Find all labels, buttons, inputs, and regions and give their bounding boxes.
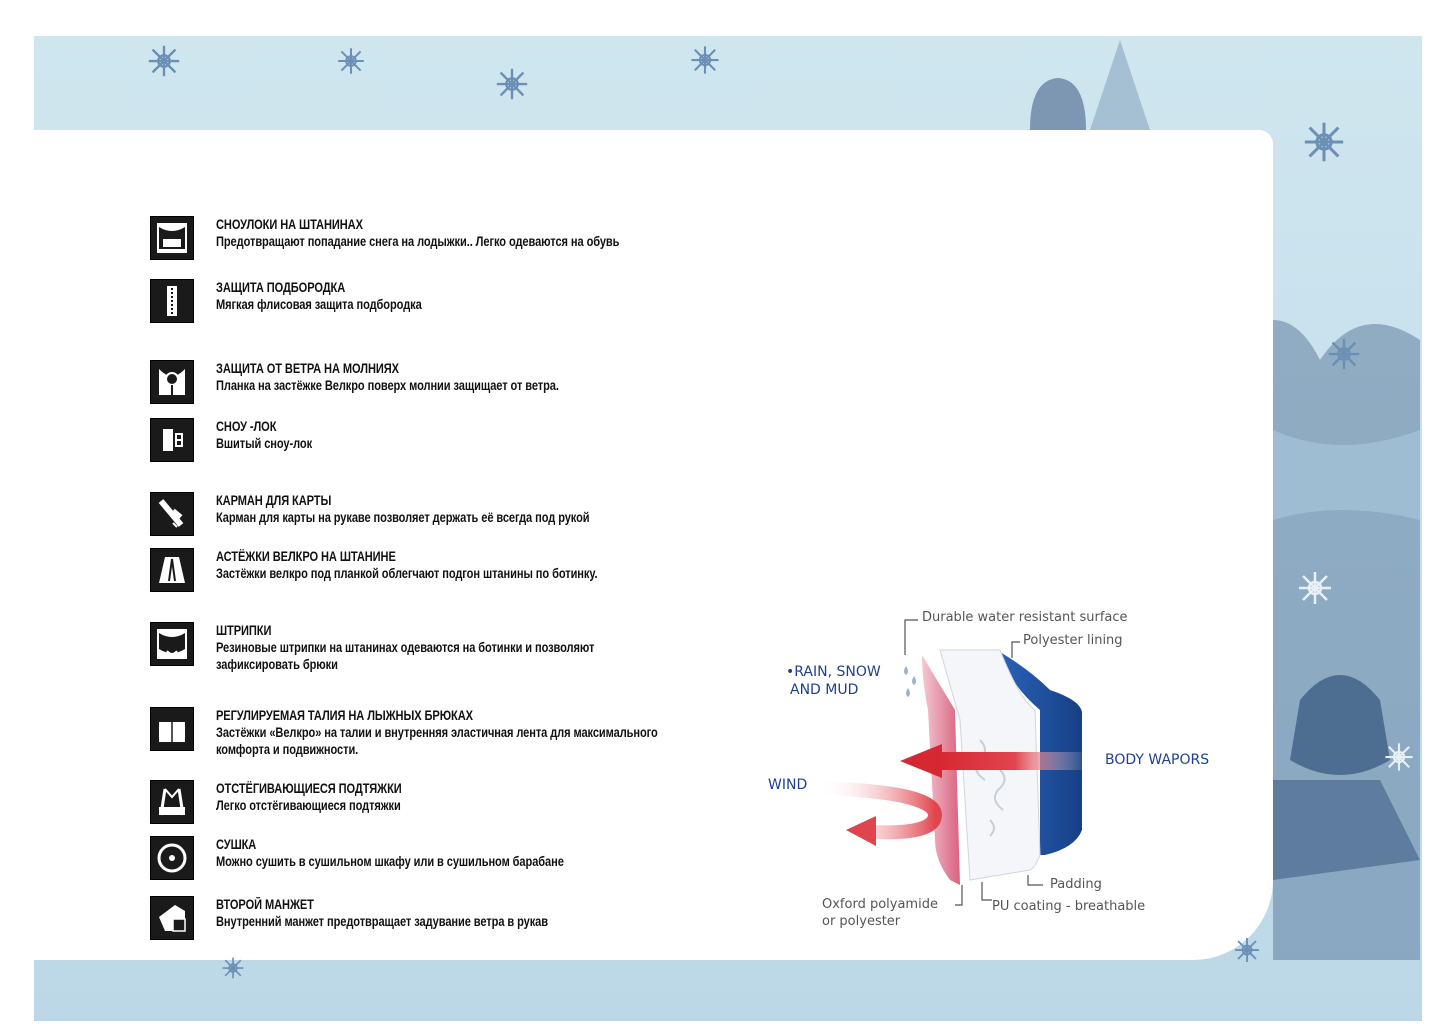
feature-item: СНОУ -ЛОК Вшитый сноу-лок: [150, 418, 710, 462]
feature-item: ВТОРОЙ МАНЖЕТ Внутренний манжет предотвр…: [150, 896, 710, 940]
snow-lock-icon: [150, 418, 194, 462]
snowflake-icon: [1304, 122, 1344, 162]
feature-item: РЕГУЛИРУЕМАЯ ТАЛИЯ НА ЛЫЖНЫХ БРЮКАХ Заст…: [150, 707, 710, 758]
feature-title: ЗАЩИТА ПОДБОРОДКА: [216, 280, 346, 295]
snowflake-icon: [691, 46, 719, 74]
fabric-layers-diagram: Durable water resistant surface Polyeste…: [750, 600, 1230, 940]
snowflake-icon: [222, 957, 244, 979]
feature-item: СУШКА Можно сушить в сушильном шкафу или…: [150, 836, 710, 880]
stirrup-icon: [150, 622, 194, 666]
feature-item: ЗАЩИТА ОТ ВЕТРА НА МОЛНИЯХ Планка на зас…: [150, 360, 710, 404]
feature-item: ШТРИПКИ Резиновые штрипки на штанинах од…: [150, 622, 710, 673]
feature-title: ШТРИПКИ: [216, 623, 272, 638]
label-durable-surface: Durable water resistant surface: [922, 610, 1128, 625]
snowflake-icon: [1299, 572, 1331, 604]
feature-title: ОТСТЁГИВАЮЩИЕСЯ ПОДТЯЖКИ: [216, 781, 402, 796]
collar-zip-icon: [150, 360, 194, 404]
feature-item: АСТЁЖКИ ВЕЛКРО НА ШТАНИНЕ Застёжки велкр…: [150, 548, 710, 592]
feature-title: КАРМАН ДЛЯ КАРТЫ: [216, 493, 332, 508]
snowflake-icon: [1385, 743, 1413, 771]
feature-title: СНОУЛОКИ НА ШТАНИНАХ: [216, 217, 363, 232]
feature-description: Карман для карты на рукаве позволяет дер…: [216, 510, 590, 525]
label-padding: Padding: [1050, 877, 1102, 892]
cuff-icon: [150, 896, 194, 940]
feature-title: РЕГУЛИРУЕМАЯ ТАЛИЯ НА ЛЫЖНЫХ БРЮКАХ: [216, 708, 473, 723]
fabric-layers-illustration: [819, 619, 1090, 906]
feature-item: СНОУЛОКИ НА ШТАНИНАХ Предотвращают попад…: [150, 216, 710, 260]
feature-item: ЗАЩИТА ПОДБОРОДКА Мягкая флисовая защита…: [150, 279, 710, 323]
label-wind: WIND: [768, 777, 808, 793]
label-body-vapors: BODY WAPORS: [1105, 752, 1210, 768]
feature-description: Застёжки велкро под планкой облегчают по…: [216, 566, 598, 581]
label-pu-coating: PU coating - breathable: [992, 899, 1146, 914]
feature-title: СУШКА: [216, 837, 257, 852]
feature-title: ЗАЩИТА ОТ ВЕТРА НА МОЛНИЯХ: [216, 361, 399, 376]
snowflake-icon: [148, 45, 180, 77]
leg-velcro-icon: [150, 548, 194, 592]
feature-title: ВТОРОЙ МАНЖЕТ: [216, 897, 314, 912]
feature-title: СНОУ -ЛОК: [216, 419, 277, 434]
label-rain: •RAIN, SNOW: [786, 664, 881, 680]
suspenders-icon: [150, 780, 194, 824]
label-oxford-line2: or polyester: [822, 914, 901, 929]
chin-guard-icon: [150, 279, 194, 323]
feature-description: Вшитый сноу-лок: [216, 436, 313, 451]
feature-description: Застёжки «Велкро» на талии и внутренняя …: [216, 725, 658, 757]
feature-title: АСТЁЖКИ ВЕЛКРО НА ШТАНИНЕ: [216, 549, 396, 564]
sleeve-pocket-icon: [150, 492, 194, 536]
feature-description: Внутренний манжет предотвращает задувани…: [216, 914, 548, 929]
snowflake-icon: [496, 68, 528, 100]
feature-description: Можно сушить в сушильном шкафу или в суш…: [216, 854, 564, 869]
adjustable-waist-icon: [150, 707, 194, 751]
feature-item: КАРМАН ДЛЯ КАРТЫ Карман для карты на рук…: [150, 492, 710, 536]
feature-item: ОТСТЁГИВАЮЩИЕСЯ ПОДТЯЖКИ Легко отстёгива…: [150, 780, 710, 824]
snowflake-icon: [1235, 938, 1259, 962]
label-rain-line2: AND MUD: [790, 682, 859, 698]
label-polyester-lining: Polyester lining: [1023, 633, 1123, 648]
label-oxford: Oxford polyamide: [822, 897, 938, 912]
feature-description: Резиновые штрипки на штанинах одеваются …: [216, 640, 595, 672]
feature-description: Мягкая флисовая защита подбородка: [216, 297, 422, 312]
snowflake-icon: [338, 48, 364, 74]
feature-description: Планка на застёжке Велкро поверх молнии …: [216, 378, 559, 393]
gaiter-icon: [150, 216, 194, 260]
dryer-icon: [150, 836, 194, 880]
feature-description: Предотвращают попадание снега на лодыжки…: [216, 234, 620, 249]
feature-description: Легко отстёгивающиеся подтяжки: [216, 798, 401, 813]
snowflake-icon: [1328, 338, 1360, 370]
